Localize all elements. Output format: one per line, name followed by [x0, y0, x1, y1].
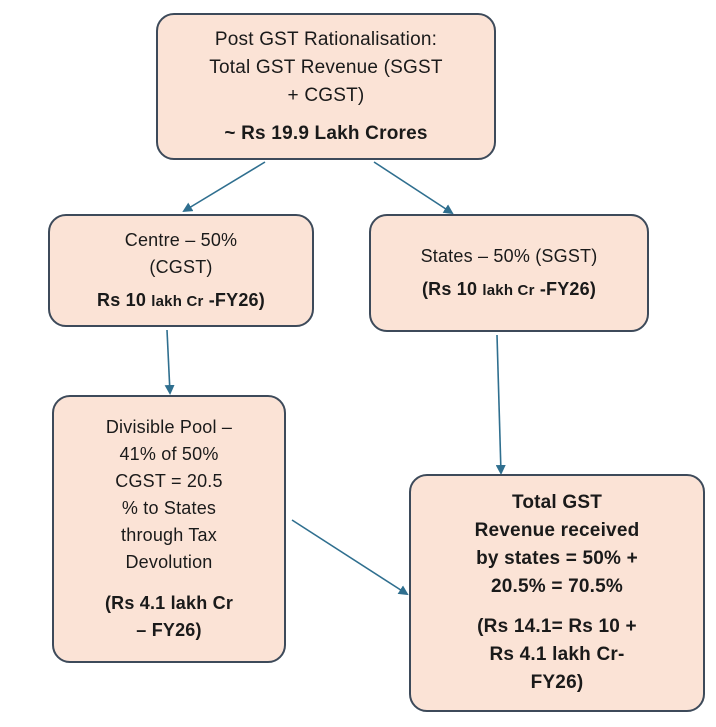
states-sgst-box: States – 50% (SGST) (Rs 10 lakh Cr -FY26… — [369, 214, 649, 332]
top-line-1: Post GST Rationalisation: — [214, 28, 438, 50]
total-line-4: 20.5% = 70.5% — [490, 576, 623, 597]
pool-line-2: 41% of 50% — [119, 444, 219, 464]
arrow-top-to-centre — [182, 161, 266, 213]
total-value-2: Rs 4.1 lakh Cr- — [489, 644, 625, 665]
centre-cgst-box: Centre – 50% (CGST) Rs 10 lakh Cr -FY26) — [48, 214, 314, 327]
pool-line-4: % to States — [121, 498, 217, 518]
total-value-1: (Rs 14.1= Rs 10 + — [477, 616, 637, 637]
states-line-1: States – 50% (SGST) — [420, 245, 598, 266]
centre-line-2: (CGST) — [149, 256, 213, 277]
states-value-rs: (Rs 10 — [421, 278, 483, 299]
divisible-pool-box: Divisible Pool – 41% of 50% CGST = 20.5 … — [52, 395, 286, 663]
states-value-unit: lakh Cr — [482, 281, 535, 299]
states-value: (Rs 10 lakh Cr -FY26) — [422, 276, 596, 304]
pool-value-2: – FY26) — [136, 620, 202, 640]
centre-value-tail: -FY26) — [203, 289, 265, 310]
top-line-3: + CGST) — [287, 84, 365, 106]
arrow-centre-to-pool — [164, 329, 175, 395]
centre-value: Rs 10 lakh Cr -FY26) — [97, 287, 265, 315]
pool-line-3: CGST = 20.5 — [115, 471, 223, 491]
pool-value-1: (Rs 4.1 lakh Cr — [104, 593, 234, 613]
arrow-pool-to-total — [291, 519, 409, 596]
states-value-tail: -FY26) — [534, 278, 597, 299]
pool-line-6: Devolution — [125, 552, 213, 572]
total-line-3: by states = 50% + — [476, 548, 638, 569]
total-line-2: Revenue received — [474, 520, 640, 541]
pool-line-5: through Tax — [121, 525, 217, 545]
total-gst-revenue-box: Post GST Rationalisation: Total GST Reve… — [156, 13, 496, 160]
centre-line-1: Centre – 50% — [124, 229, 238, 250]
centre-value-rs: Rs 10 — [97, 289, 152, 310]
total-value-3: FY26) — [530, 672, 584, 693]
top-line-2: Total GST Revenue (SGST — [209, 56, 443, 78]
total-received-by-states-box: Total GST Revenue received by states = 5… — [409, 474, 705, 712]
centre-value-unit: lakh Cr — [151, 292, 204, 310]
top-value: ~ Rs 19.9 Lakh Crores — [224, 122, 428, 144]
pool-line-1: Divisible Pool – — [105, 417, 233, 437]
total-line-1: Total GST — [511, 492, 603, 513]
arrow-states-to-total — [495, 334, 506, 475]
arrow-top-to-states — [373, 161, 454, 215]
